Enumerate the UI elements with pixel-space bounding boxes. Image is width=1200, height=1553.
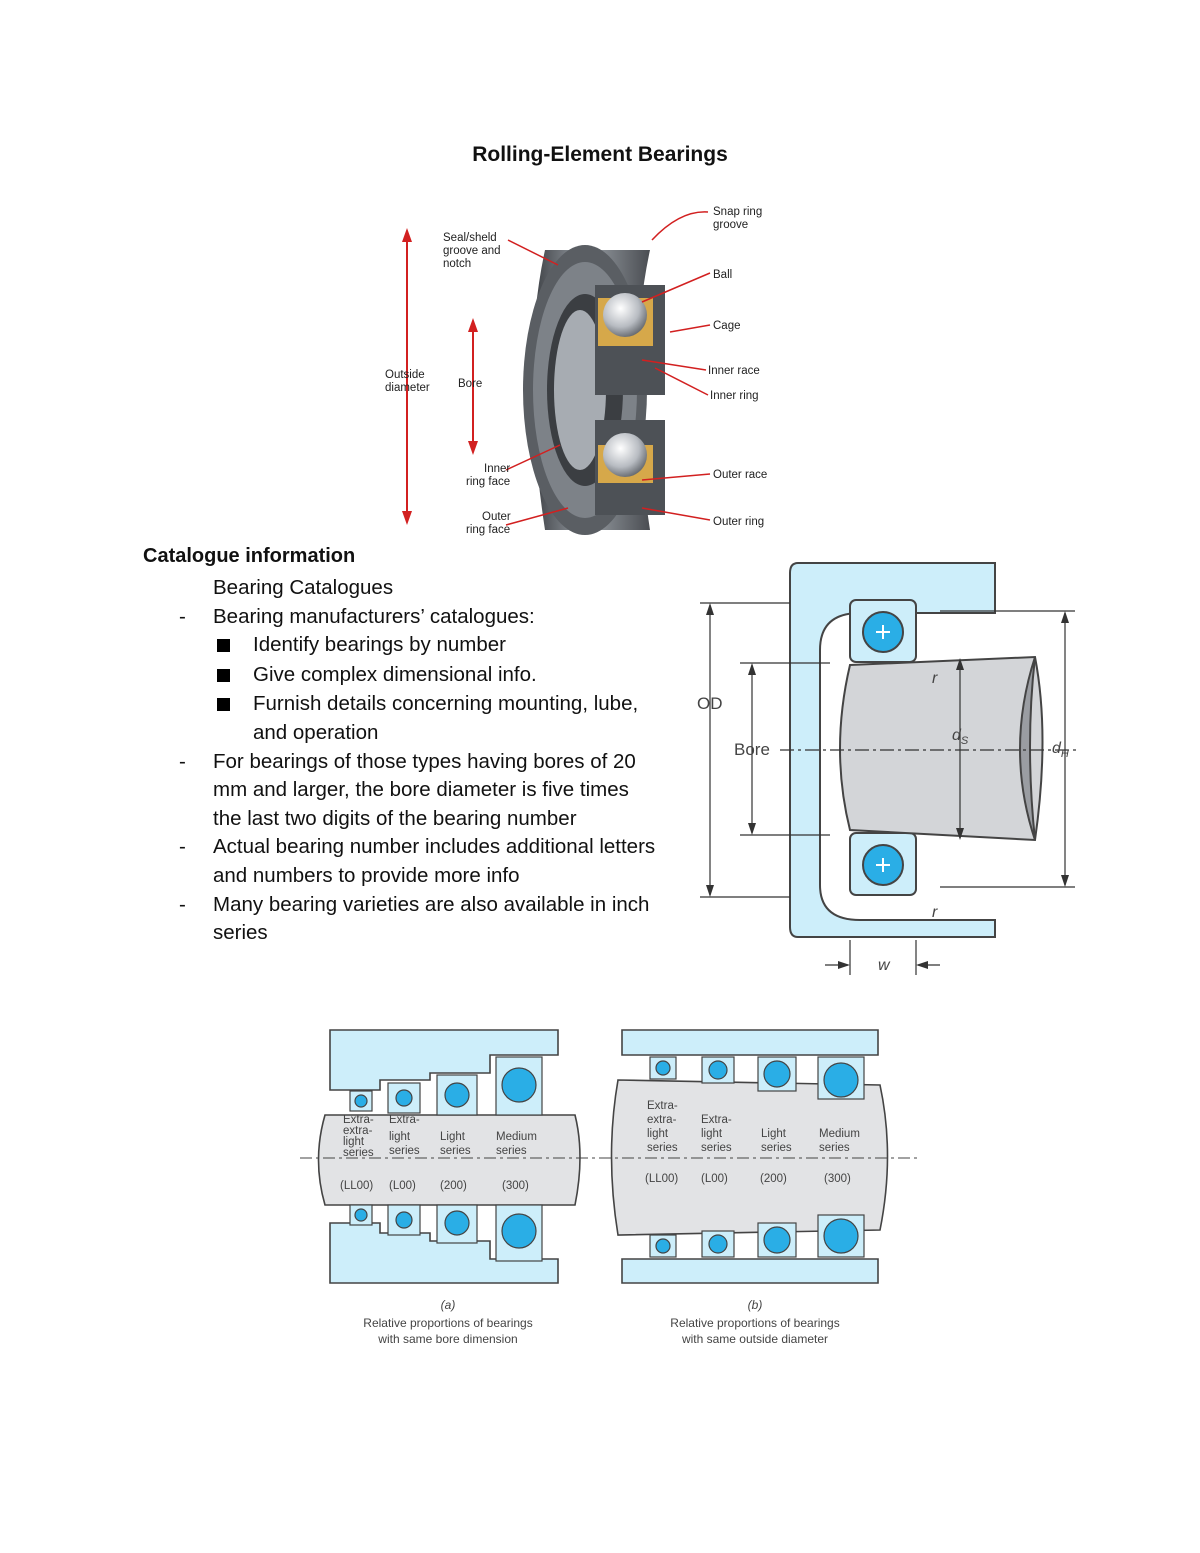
outer-ring-label: Outer ring	[713, 516, 764, 528]
series-comparison-figure: Extra- extra- light series Extra- light …	[300, 1029, 920, 1346]
b-series-1-code: (LL00)	[645, 1173, 678, 1185]
inner-face-label-1: Inner	[484, 463, 510, 475]
width-label: w	[878, 957, 891, 974]
dh-label: dH	[1052, 740, 1069, 760]
catalogue-text: Bearing Catalogues -Bearing manufacturer…	[143, 574, 663, 948]
svg-text:light: light	[343, 1136, 365, 1148]
list-item: Furnish details concerning mounting, lub…	[143, 690, 663, 747]
caption-b-letter: (b)	[748, 1298, 763, 1312]
ball-label: Ball	[713, 269, 732, 281]
housing-shape	[789, 562, 996, 938]
a-series-3-name: Light	[440, 1131, 466, 1143]
a-series-3-code: (200)	[440, 1180, 467, 1192]
od-label: OD	[697, 694, 723, 713]
list-item: -Many bearing varieties are also availab…	[179, 892, 650, 945]
snap-label-1: Snap ring	[713, 206, 762, 218]
bullet-icon	[217, 639, 230, 653]
inner-race-label: Inner race	[708, 365, 760, 377]
svg-text:groove and: groove and	[443, 245, 501, 257]
b-series-3-code: (200)	[760, 1173, 787, 1185]
svg-text:series: series	[647, 1142, 678, 1154]
b-series-2-name: Extra-	[701, 1114, 732, 1126]
svg-text:series: series	[701, 1142, 732, 1154]
a-series-4-code: (300)	[502, 1180, 529, 1192]
svg-text:extra-: extra-	[343, 1125, 373, 1137]
outer-face-label-1: Outer	[482, 511, 511, 523]
caption-a-line2: with same bore dimension	[377, 1332, 517, 1346]
svg-text:series: series	[440, 1145, 471, 1157]
b-series-4-code: (300)	[824, 1173, 851, 1185]
svg-text:notch: notch	[443, 258, 471, 270]
shaft-shape	[839, 655, 1044, 842]
outside-label-1: Outside	[385, 369, 425, 381]
fillet-label-bottom: r	[932, 904, 938, 921]
outer-race-label: Outer race	[713, 469, 767, 481]
svg-text:series: series	[343, 1147, 374, 1159]
list-item: Give complex dimensional info.	[143, 661, 663, 691]
list-item: -Actual bearing number includes addition…	[179, 835, 656, 887]
bearing-dimension-figure: OD Bore dS dH r r w	[697, 562, 1080, 975]
caption-b-line2: with same outside diameter	[681, 1332, 828, 1346]
b-series-1-name: Extra-	[647, 1100, 678, 1112]
page-title: Rolling-Element Bearings	[472, 143, 728, 166]
svg-text:series: series	[761, 1142, 792, 1154]
a-series-1-name: Extra-	[343, 1114, 374, 1126]
caption-a-letter: (a)	[441, 1298, 456, 1312]
a-series-1-code: (LL00)	[340, 1180, 373, 1192]
svg-text:light: light	[389, 1131, 411, 1143]
ds-label: dS	[952, 727, 969, 747]
b-series-4-name: Medium	[819, 1128, 860, 1140]
b-series-3-name: Light	[761, 1128, 787, 1140]
bore-label: Bore	[734, 740, 770, 759]
seal-label-1: Seal/sheld	[443, 232, 497, 244]
list-item: -For bearings of those types having bore…	[179, 749, 636, 830]
list-item: -Bearing manufacturers’ catalogues:	[179, 604, 535, 628]
a-series-4-name: Medium	[496, 1131, 537, 1143]
bullet-icon	[217, 698, 230, 712]
svg-text:series: series	[819, 1142, 850, 1154]
a-series-2-name: Extra-	[389, 1114, 420, 1126]
svg-text:series: series	[389, 1145, 420, 1157]
inner-ring-label: Inner ring	[710, 390, 759, 402]
list-item: Identify bearings by number	[143, 631, 663, 661]
svg-text:light: light	[701, 1128, 723, 1140]
svg-text:ring face: ring face	[466, 476, 510, 488]
caption-b-line1: Relative proportions of bearings	[670, 1316, 839, 1330]
svg-text:groove: groove	[713, 219, 748, 231]
ball-bottom	[603, 433, 647, 477]
svg-text:light: light	[647, 1128, 669, 1140]
svg-text:ring face: ring face	[466, 524, 510, 536]
svg-text:diameter: diameter	[385, 382, 430, 394]
fillet-label-top: r	[932, 670, 938, 687]
b-series-2-code: (L00)	[701, 1173, 728, 1185]
svg-text:extra-: extra-	[647, 1114, 677, 1126]
svg-text:series: series	[496, 1145, 527, 1157]
cage-label: Cage	[713, 320, 741, 332]
bore-label: Bore	[458, 378, 482, 390]
section-heading: Catalogue information	[143, 545, 356, 567]
caption-a-line1: Relative proportions of bearings	[363, 1316, 532, 1330]
bullet-icon	[217, 668, 230, 682]
subheading: Bearing Catalogues	[213, 576, 394, 599]
ball-top	[603, 293, 647, 337]
a-series-2-code: (L00)	[389, 1180, 416, 1192]
bearing-anatomy-figure: Seal/sheld groove and notch Snap ring gr…	[385, 206, 767, 536]
